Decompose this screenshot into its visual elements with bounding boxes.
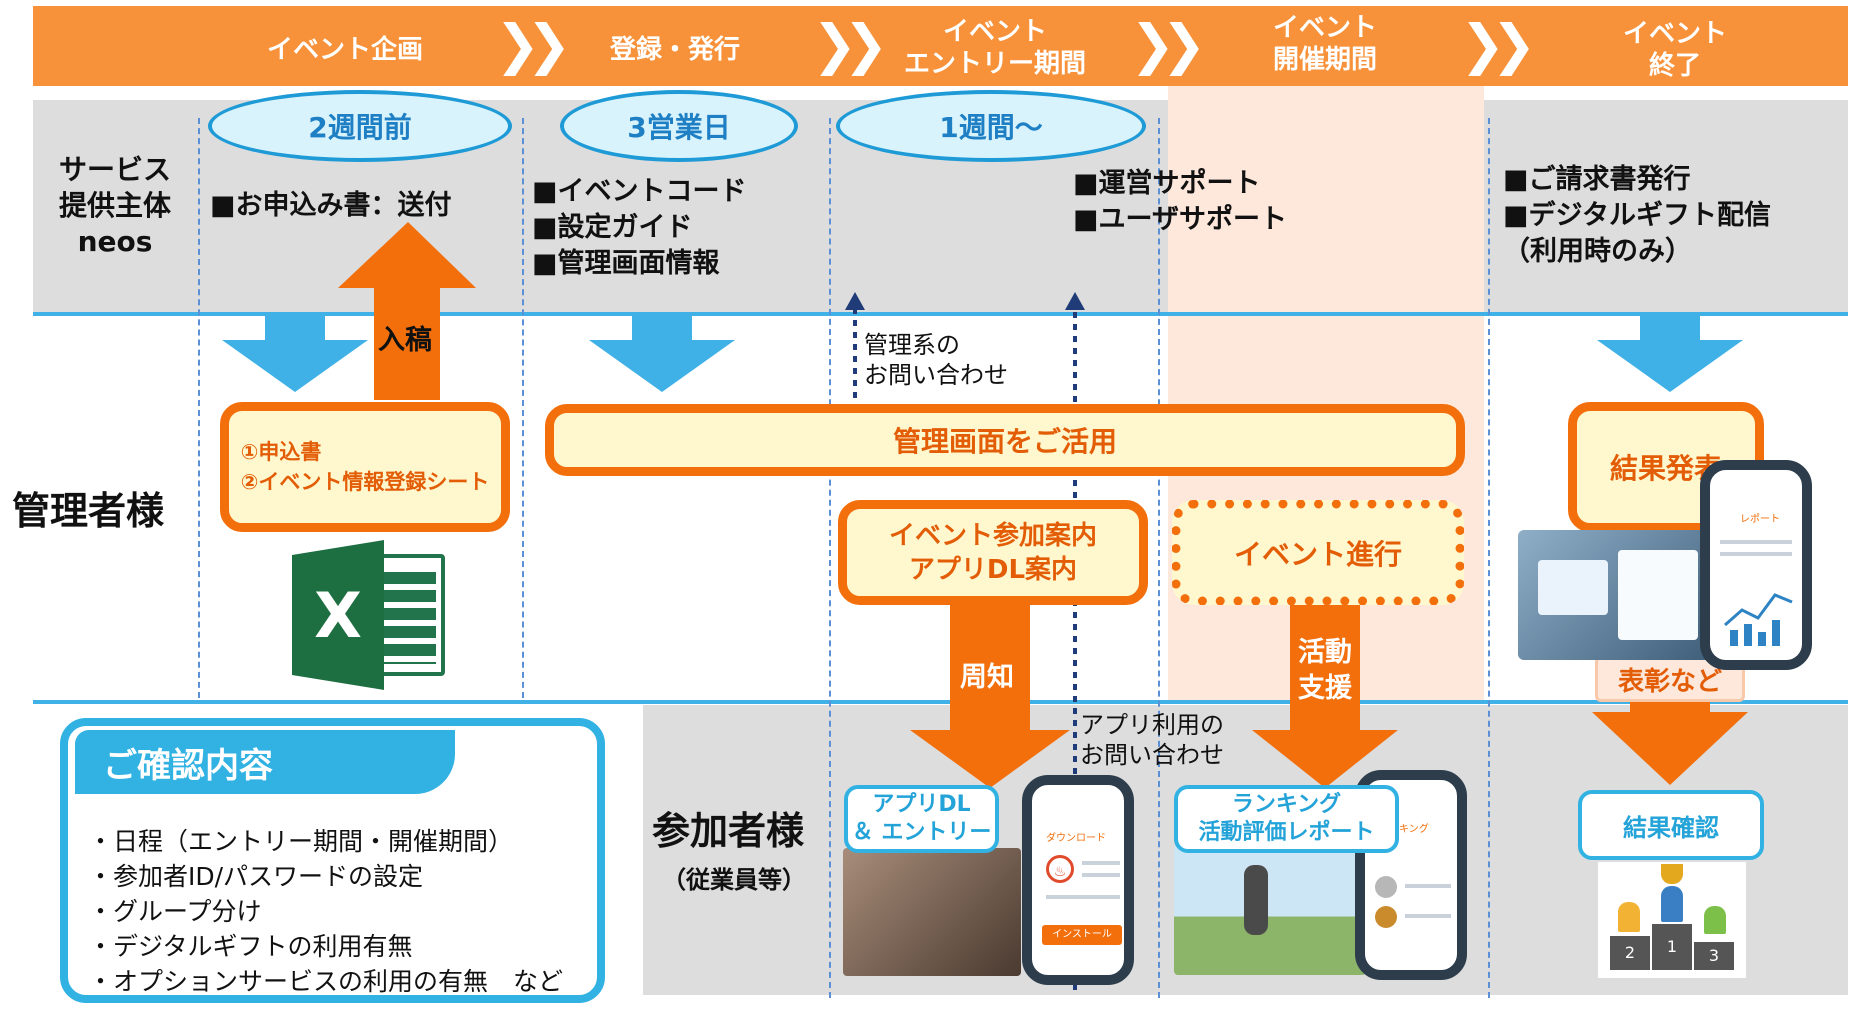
arrow-label-activity: 活動 支援 (1298, 637, 1352, 704)
ranking-screen-label: ランキング (1379, 824, 1429, 835)
provider-item-planning: ■お申込み書：送付 (210, 190, 452, 221)
download-phone: ダウンロード ♨ インストール (1022, 775, 1134, 985)
row-label-provider: サービス 提供主体 neos (58, 153, 171, 258)
download-screen-label: ダウンロード (1046, 833, 1106, 844)
admin-progress-box: イベント進行 (1172, 500, 1464, 605)
stage-header-bar (33, 6, 1848, 86)
person-icon (1618, 902, 1640, 932)
participant-confirm-box: 結果確認 (1578, 790, 1764, 860)
provider-item-end: ■ご請求書発行 ■デジタルギフト配信 （利用時のみ） (1503, 164, 1771, 267)
medal-icon (1375, 906, 1397, 928)
stage-planning: イベント企画 (266, 35, 423, 65)
arrow-label-submit: 入稿 (378, 325, 432, 356)
report-illustration (1518, 530, 1718, 660)
down-arrow (1597, 316, 1743, 392)
divider-line-top (33, 312, 1848, 316)
inquiry-admin: 管理系の お問い合わせ (864, 331, 1008, 389)
admin-dashboard-box: 管理画面をご活用 (545, 404, 1465, 476)
admin-guide-box: イベント参加案内 アプリDL案内 (838, 500, 1148, 605)
report-screen-label: レポート (1740, 514, 1780, 525)
inquiry-app: アプリ利用の お問い合わせ (1080, 711, 1224, 769)
down-arrow (589, 316, 735, 392)
confirm-item: ・デジタルギフトの利用有無 (88, 932, 413, 961)
divider-line-bottom (33, 700, 1848, 704)
confirm-panel-title: ご確認内容 (75, 730, 455, 794)
trophy-icon (1661, 864, 1683, 884)
up-arrow (338, 222, 476, 400)
provider-item-registration: ■イベントコード ■設定ガイド ■管理画面情報 (532, 176, 747, 279)
hand-phone-photo (843, 848, 1021, 976)
excel-icon: X (290, 540, 450, 690)
confirm-item: ・グループ分け (88, 897, 262, 926)
column-divider (1158, 118, 1160, 998)
stage-entry-period: イベント エントリー期間 (903, 17, 1086, 79)
down-arrow (1252, 600, 1398, 788)
stage-event-period: イベント 開催期間 (1272, 13, 1377, 75)
arrow-label-notify: 周知 (960, 662, 1014, 693)
install-button: インストール (1042, 925, 1122, 945)
report-tablet: レポート (1700, 460, 1812, 670)
confirm-item: ・日程（エントリー期間・開催期間） (88, 827, 514, 856)
down-arrow (222, 316, 368, 392)
participant-ranking-box: ランキング 活動評価レポート (1174, 785, 1399, 853)
row-label-admin: 管理者様 (12, 489, 165, 533)
row-label-participant-sub: （従業員等） (662, 866, 806, 894)
row-label-participant: 参加者様 (652, 809, 805, 853)
stage-registration: 登録・発行 (609, 35, 740, 65)
column-divider (829, 118, 831, 998)
fire-icon: ♨ (1046, 855, 1074, 883)
column-divider (522, 118, 524, 698)
participant-entry-box: アプリDL ＆ エントリー (844, 785, 999, 853)
provider-item-support: ■運営サポート ■ユーザサポート (1073, 168, 1287, 235)
duration-three-days: 3営業日 (560, 90, 798, 162)
column-divider (1488, 118, 1490, 998)
person-icon (1704, 906, 1726, 934)
podium-illustration: 2 1 3 (1598, 862, 1746, 978)
down-arrow (910, 600, 1070, 788)
duration-two-weeks: 2週間前 (208, 90, 512, 162)
medal-icon (1375, 876, 1397, 898)
duration-one-week: 1週間〜 (836, 90, 1146, 162)
admin-application-box: ①申込書 ②イベント情報登録シート (220, 402, 510, 532)
stage-end: イベント 終了 (1622, 19, 1727, 81)
confirm-item: ・オプションサービスの利用の有無 など (88, 967, 564, 996)
column-divider (198, 118, 200, 698)
runner-photo (1174, 845, 1366, 975)
person-icon (1661, 886, 1683, 922)
confirm-item: ・参加者ID/パスワードの設定 (88, 862, 424, 891)
